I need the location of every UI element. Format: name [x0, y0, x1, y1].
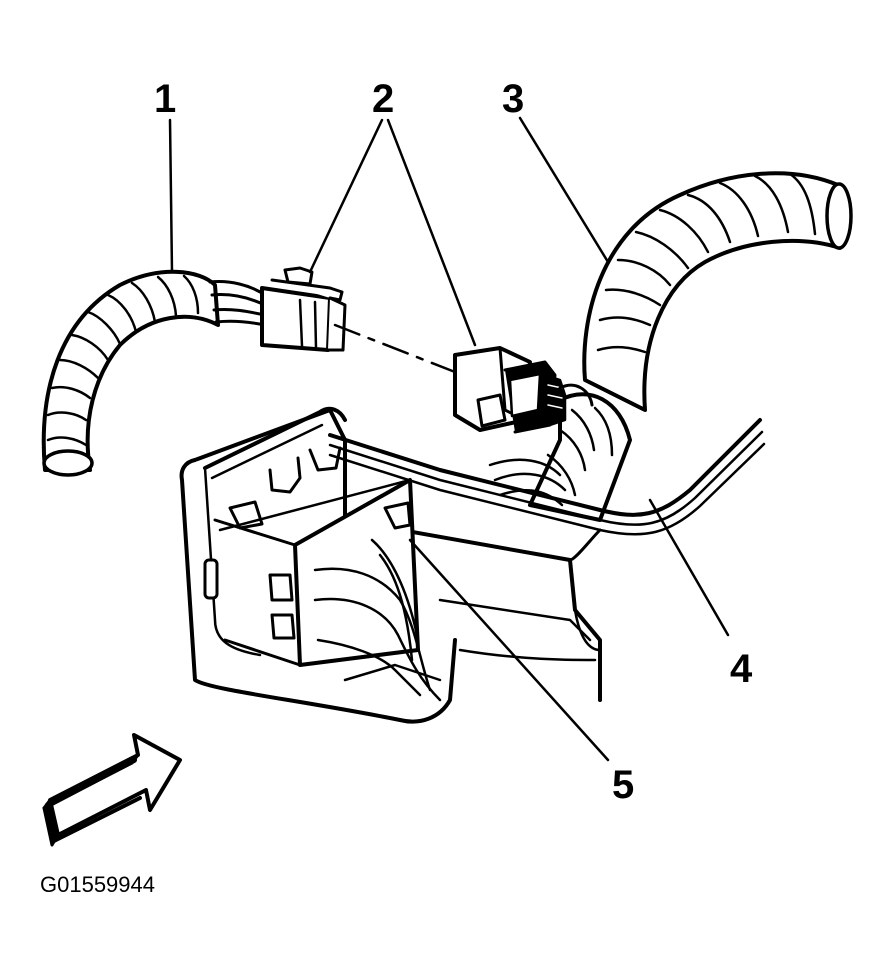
- callout-2: 2: [372, 77, 394, 121]
- wiring-harness-left: [41, 269, 267, 477]
- callout-1: 1: [154, 77, 176, 121]
- view-direction-arrow: [42, 733, 182, 847]
- mating-alignment-line: [333, 323, 457, 374]
- harness-wrap-lines-right: [596, 172, 817, 354]
- callout-5: 5: [612, 763, 634, 807]
- figure-id: G01559944: [40, 872, 155, 897]
- callout-labels: 1 2 3 4 5 G01559944: [40, 77, 753, 897]
- connector-left: [260, 266, 347, 352]
- leader-2a: [308, 118, 384, 274]
- leader-1: [168, 118, 174, 274]
- wiring-harness-right: [488, 171, 853, 522]
- internal-wires: [313, 538, 442, 702]
- mounting-bracket: [193, 408, 766, 702]
- leader-5: [408, 538, 610, 762]
- leader-4: [648, 498, 730, 637]
- connector-housing: [179, 406, 457, 724]
- leader-2b: [386, 118, 477, 347]
- leader-3: [518, 116, 610, 264]
- connector-right: [453, 346, 594, 434]
- leader-lines: [168, 116, 730, 762]
- callout-3: 3: [502, 77, 524, 121]
- callout-4: 4: [730, 647, 753, 691]
